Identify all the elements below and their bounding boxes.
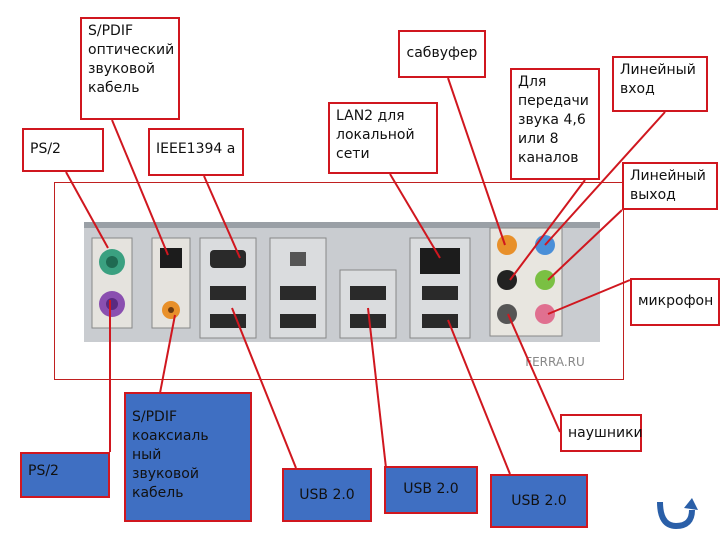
label-line-out: Линейный выход — [622, 162, 718, 210]
audio-jack-orange — [497, 235, 517, 255]
ps2-mouse-pins — [106, 256, 118, 268]
label-usb-1: USB 2.0 — [282, 468, 372, 522]
label-ps2-top: PS/2 — [22, 128, 104, 172]
return-arrow-icon[interactable] — [652, 492, 700, 532]
label-subwoofer: сабвуфер — [398, 30, 486, 78]
label-spdif-optical: S/PDIF оптический звуковой кабель — [80, 17, 180, 120]
lan2-port — [420, 248, 460, 274]
label-usb-3: USB 2.0 — [490, 474, 588, 528]
return-arrow-head — [684, 498, 698, 510]
audio-jack-pink — [535, 304, 555, 324]
label-headphones: наушники — [560, 414, 643, 452]
spdif-coax-pin — [168, 307, 174, 313]
usb-block-2-latch — [290, 252, 306, 266]
return-arrow-curve — [657, 501, 695, 530]
audio-jack-black — [497, 270, 517, 290]
label-ps2-bottom: PS/2 — [20, 452, 110, 498]
usb-port-3b — [350, 314, 386, 328]
io-shield-edge — [84, 222, 600, 228]
ps2-keyboard-pins — [106, 298, 118, 310]
usb-port-4b — [422, 314, 458, 328]
audio-jack-blue — [535, 235, 555, 255]
label-microphone: микрофон — [630, 278, 720, 326]
label-spdif-coax: S/PDIF коаксиаль ный звуковой кабель — [124, 392, 252, 522]
label-line-in: Линейный вход — [612, 56, 708, 112]
label-audio-46: Для передачи звука 4,6 или 8 каналов — [510, 68, 600, 180]
usb-port-2b — [280, 314, 316, 328]
usb-port-4a — [422, 286, 458, 300]
usb-port-1b — [210, 314, 246, 328]
audio-jack-gray — [497, 304, 517, 324]
usb-port-2a — [280, 286, 316, 300]
spdif-optical-port — [160, 248, 182, 268]
label-lan2: LAN2 для локальной сети — [328, 102, 438, 174]
usb-port-3a — [350, 286, 386, 300]
audio-jack-green — [535, 270, 555, 290]
label-usb-2: USB 2.0 — [384, 466, 478, 514]
label-ieee1394: IEEE1394 a — [148, 128, 244, 176]
ieee1394-port — [210, 250, 246, 268]
watermark-text: FERRA.RU — [525, 355, 585, 369]
usb-port-1a — [210, 286, 246, 300]
